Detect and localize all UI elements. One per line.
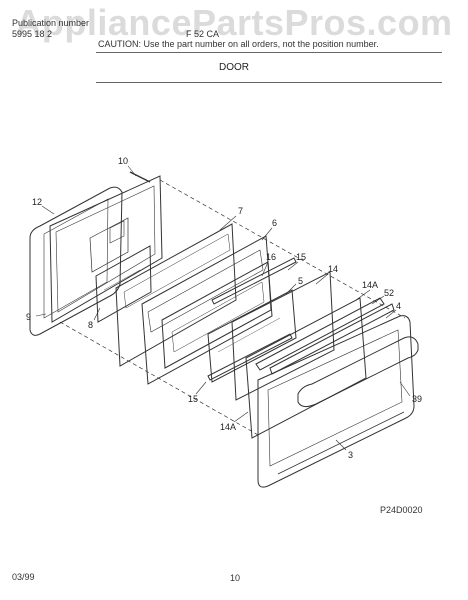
caution-text: CAUTION: Use the part number on all orde… [98,39,379,49]
callout-5: 5 [298,276,303,286]
callout-4: 4 [396,301,401,311]
callout-3: 3 [348,450,353,460]
part-trim-top [211,257,297,305]
callout-7: 7 [238,206,243,216]
part-outer-door [257,315,415,488]
callout-14: 14 [328,264,338,274]
callout-8: 8 [88,320,93,330]
part-insulation [115,223,237,367]
callout-52: 52 [384,288,394,298]
publication-number: 5995 18 2 [12,29,53,39]
publication-label: Publication number [12,18,90,28]
part-inner-liner [49,175,163,323]
title-rule [96,82,442,83]
part-glass-5 [207,289,297,383]
callout-16: 16 [266,252,276,262]
part-14a [245,297,367,439]
callout-15-bottom: 15 [188,394,198,404]
callout-14a-top: 14A [362,280,378,290]
callout-9: 9 [26,312,31,322]
part-handle [297,336,419,408]
callout-15-top: 15 [296,252,306,262]
part-4 [269,303,395,375]
section-title: DOOR [219,62,249,73]
part-14 [231,271,335,401]
part-glass-16 [161,261,272,369]
footer-date: 03/99 [12,572,35,582]
part-gasket [29,186,123,336]
part-52 [255,297,385,371]
callout-6: 6 [272,218,277,228]
part-door-panel [141,235,273,385]
model-number: F 52 CA [186,29,220,39]
header-rule [96,52,442,53]
watermark: AppliancePartsPros.com [15,2,453,43]
callout-14a-bottom: 14A [220,422,236,432]
callout-12: 12 [32,197,42,207]
callout-10: 10 [118,156,128,166]
footer-page: 10 [230,573,241,583]
callout-39: 39 [412,394,422,404]
part-inner-glass [95,245,152,323]
part-trim-bottom [207,333,293,381]
diagram-code: P24D0020 [380,505,423,515]
